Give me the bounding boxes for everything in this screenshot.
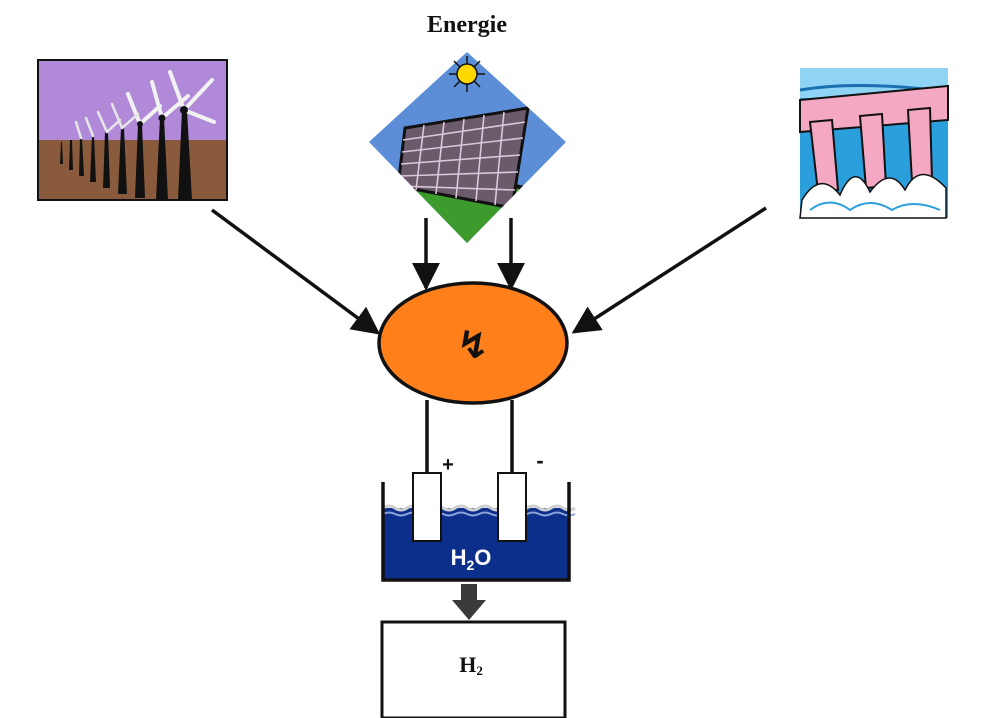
wires [425,400,514,473]
product-arrow [452,584,486,620]
sun-icon [449,56,485,92]
hydro-dam-image [799,68,949,219]
power-converter: ↯ [377,281,569,405]
negative-label: - [536,448,543,473]
diagram-title: Energie [427,12,507,38]
lightning-icon: ↯ [457,325,489,367]
positive-label: + [442,454,454,476]
solar-panel-image [369,52,566,243]
hydro-arrow [571,206,767,334]
water-label: H2O [451,545,492,573]
anode [412,472,442,542]
wind-arrow [210,208,381,335]
source-arrows [210,206,767,335]
hydrogen-label: H2 [459,652,483,678]
hydrogen-product-box: H2 [380,620,567,718]
cathode [497,472,527,542]
wind-turbines-image [37,59,228,201]
electrolysis-cell: H2O [381,472,576,582]
